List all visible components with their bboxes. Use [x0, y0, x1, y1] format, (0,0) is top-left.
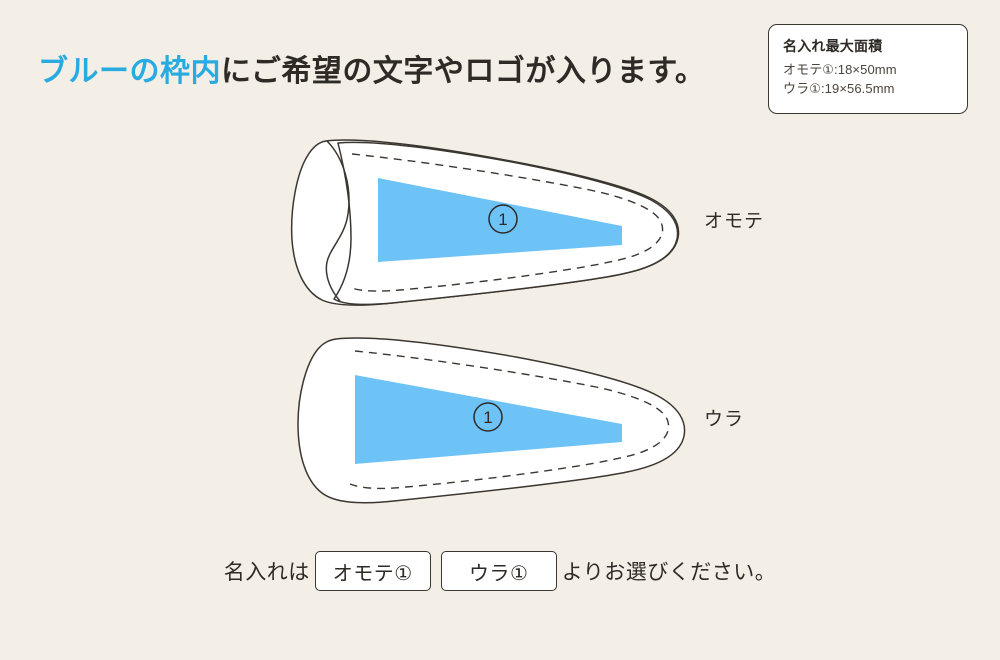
max-print-area-title: 名入れ最大面積: [783, 38, 883, 54]
front-side-label: オモテ: [704, 211, 765, 232]
front-marker-number: 1: [498, 210, 507, 229]
print-position-chooser: 名入れは オモテ① ウラ① よりお選びください。: [0, 551, 1000, 591]
headline-rest: にご希望の文字やロゴが入ります。: [221, 55, 706, 88]
front-print-area: [378, 178, 622, 262]
max-print-area-line-front: オモテ①:18×50mm: [783, 61, 897, 77]
back-product-illustration: 1: [297, 337, 686, 504]
back-print-area: [355, 375, 622, 464]
chooser-prefix: 名入れは: [223, 561, 310, 584]
chooser-option-back[interactable]: ウラ①: [440, 551, 557, 591]
max-print-area-line-back: ウラ①:19×56.5mm: [783, 81, 895, 97]
front-dashed-safe-line: [351, 153, 664, 292]
back-dashed-safe-line: [349, 350, 670, 490]
front-product-illustration: 1: [290, 139, 680, 306]
chooser-suffix: よりお選びください。: [561, 561, 777, 584]
back-side-label: ウラ: [704, 409, 745, 430]
front-print-area-marker: 1: [488, 204, 518, 234]
back-marker-number: 1: [483, 408, 492, 427]
back-print-area-marker: 1: [473, 402, 503, 432]
max-print-area-box: 名入れ最大面積 オモテ①:18×50mm ウラ①:19×56.5mm: [768, 24, 968, 114]
front-fold-crease-line: [325, 140, 350, 302]
headline-highlight: ブルーの枠内: [38, 55, 221, 88]
chooser-option-front[interactable]: オモテ①: [314, 551, 431, 591]
page-title: ブルーの枠内にご希望の文字やロゴが入ります。: [38, 46, 705, 90]
